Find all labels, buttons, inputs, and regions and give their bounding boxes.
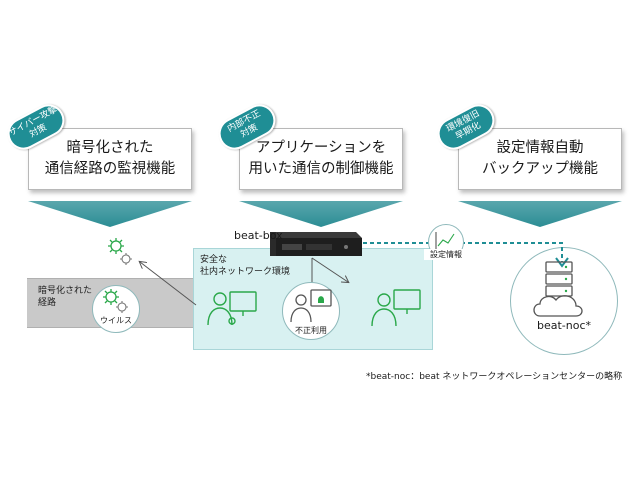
setting-info-label: 設定情報 (424, 249, 468, 260)
encrypted-path-label: 暗号化された 経路 (38, 285, 92, 309)
beat-noc-circle (510, 247, 618, 355)
feature-box-app-control: アプリケーションを 用いた通信の制御機能 (239, 128, 403, 190)
beat-box-label: beat-box (234, 229, 283, 242)
virus-icon (103, 289, 119, 305)
feature-title-line: アプリケーションを (255, 140, 387, 156)
feature-title-line: 暗号化された (66, 140, 154, 156)
virus-arrow (140, 262, 197, 306)
virus-icon (116, 301, 128, 313)
beat-box-device (270, 232, 362, 256)
feature-box-monitoring: 暗号化された 通信経路の監視機能 (28, 128, 192, 190)
virus-circle (92, 285, 140, 333)
label-line: 経路 (38, 298, 57, 308)
feature-title-line: 用いた通信の制御機能 (248, 161, 394, 177)
unauthorized-user-icon (290, 289, 332, 323)
user-right-icon (371, 289, 421, 327)
server-cloud-icon (533, 261, 583, 317)
feature-box-backup: 設定情報自動 バックアップ機能 (458, 128, 622, 190)
feature-title-line: 通信経路の監視機能 (44, 161, 176, 177)
secure-network-label: 安全な 社内ネットワーク環境 (200, 254, 290, 278)
unauthorized-use-label: 不正利用 (295, 326, 327, 335)
label-line: 安全な (200, 255, 228, 265)
user-left-icon (207, 291, 257, 326)
label-line: 暗号化された (38, 286, 93, 296)
feature-title-line: バックアップ機能 (482, 161, 598, 177)
footnote: *beat-noc：beat ネットワークオペレーションセンターの略称 (366, 372, 623, 382)
virus-icon (108, 238, 124, 254)
backup-dashed-path (356, 242, 563, 262)
feature-title-line: 設定情報自動 (496, 140, 584, 156)
virus-icon (120, 253, 132, 265)
label-line: 社内ネットワーク環境 (200, 267, 291, 277)
beat-noc-label: beat-noc* (536, 319, 592, 332)
control-arrow (311, 257, 348, 282)
virus-label: ウイルス (100, 316, 132, 325)
